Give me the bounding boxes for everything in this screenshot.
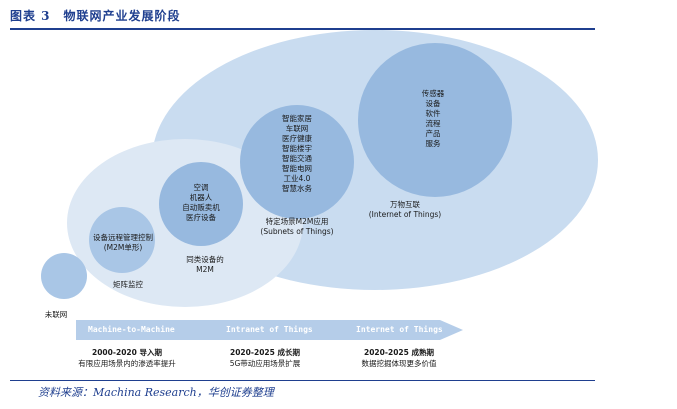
unconnected-label: 未联网	[44, 310, 68, 319]
stage-growth: 2020-2025 成长期 5G带动应用场景扩展	[229, 348, 301, 368]
unconnected-circle	[41, 253, 87, 299]
stage-mature: 2020-2025 成熟期 数据挖掘体现更多价值	[361, 348, 437, 368]
arrow-label-intranet: Intranet of Things	[226, 325, 313, 334]
figure-source: 资料来源：Machina Research，华创证券整理	[38, 386, 274, 399]
iot-caption: 万物互联 (Internet of Things)	[368, 200, 442, 219]
iot-inner-circle	[358, 43, 512, 197]
m2m-circle	[89, 207, 155, 273]
timeline-arrow	[76, 320, 463, 340]
intranet-items: 空调 机器人 自动贩卖机 医疗设备	[182, 183, 220, 222]
subnets-caption: 特定场景M2M应用 (Subnets of Things)	[260, 217, 334, 236]
arrow-label-internet: Internet of Things	[356, 325, 443, 334]
same-class-label: 同类设备的 M2M	[186, 255, 224, 274]
matrix-label: 矩阵监控	[113, 280, 143, 289]
subnets-items: 智能家居 车联网 医疗健康 智能楼宇 智能交通 智能电网 工业4.0 智慧水务	[282, 114, 312, 193]
arrow-label-m2m: Machine-to-Machine	[88, 325, 175, 334]
intranet-inner-circle	[159, 162, 243, 246]
subnets-circle	[240, 105, 354, 219]
source-rule	[10, 380, 595, 381]
iot-items: 传感器 设备 软件 流程 产品 服务	[421, 89, 445, 148]
title-rule	[10, 28, 595, 30]
figure-title: 图表 3 物联网产业发展阶段	[10, 9, 181, 23]
stage-import: 2000-2020 导入期 有限应用场景内的渗透率提升	[78, 348, 176, 368]
m2m-single-label: 设备远程管理控制 (M2M单形)	[93, 233, 153, 252]
